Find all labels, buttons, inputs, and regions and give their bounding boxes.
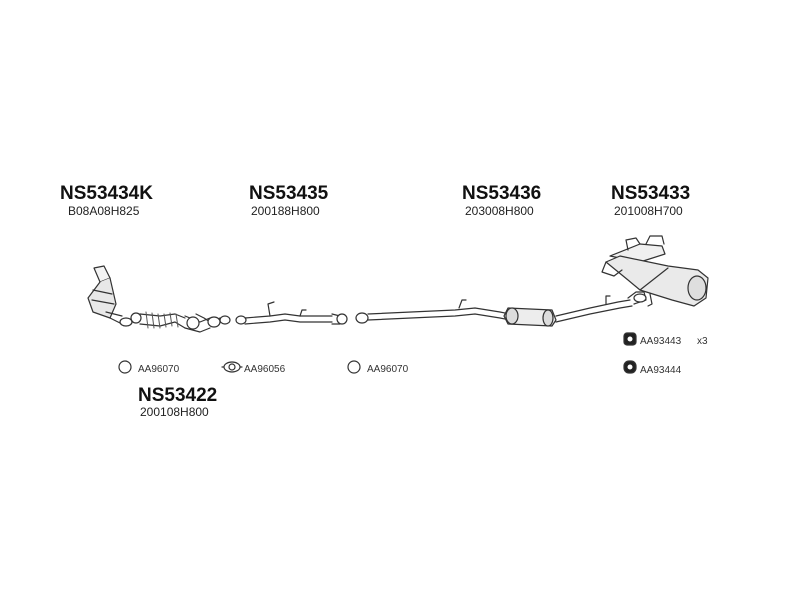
rear-muffler-drawing <box>601 235 709 307</box>
rear-muffler-part-number: NS53433 <box>611 183 691 204</box>
gasket-label-3: AA96070 <box>367 364 409 375</box>
front-pipe-part-number: NS53435 <box>249 183 329 204</box>
flex-pipe-part-number: NS53422 <box>138 385 218 406</box>
catalytic-converter-drawing <box>87 265 133 327</box>
mount-label-2: AA93444 <box>640 365 682 376</box>
gasket-icon-3 <box>347 360 361 374</box>
gasket-label-1: AA96070 <box>138 364 180 375</box>
catalyst-part-number: NS53434K <box>60 183 153 204</box>
mount-label-1: AA93443 <box>640 336 682 347</box>
center-pipe-part-code: 203008H800 <box>465 204 534 218</box>
front-pipe-part-code: 200188H800 <box>251 204 320 218</box>
rubber-mount-icon-1 <box>623 332 637 346</box>
center-pipe-drawing <box>355 291 647 327</box>
gasket-icon-1 <box>118 360 132 374</box>
flex-pipe-drawing <box>130 311 231 333</box>
rubber-mount-icon-2 <box>623 360 637 374</box>
front-pipe-drawing <box>235 301 348 325</box>
catalyst-part-code: B08A08H825 <box>68 204 140 218</box>
flex-pipe-part-code: 200108H800 <box>140 405 209 419</box>
gasket-label-2: AA96056 <box>244 364 286 375</box>
mount-qty-1: x3 <box>697 336 708 347</box>
gasket-icon-2 <box>221 361 243 373</box>
rear-muffler-part-code: 201008H700 <box>614 204 683 218</box>
center-pipe-part-number: NS53436 <box>462 183 542 204</box>
